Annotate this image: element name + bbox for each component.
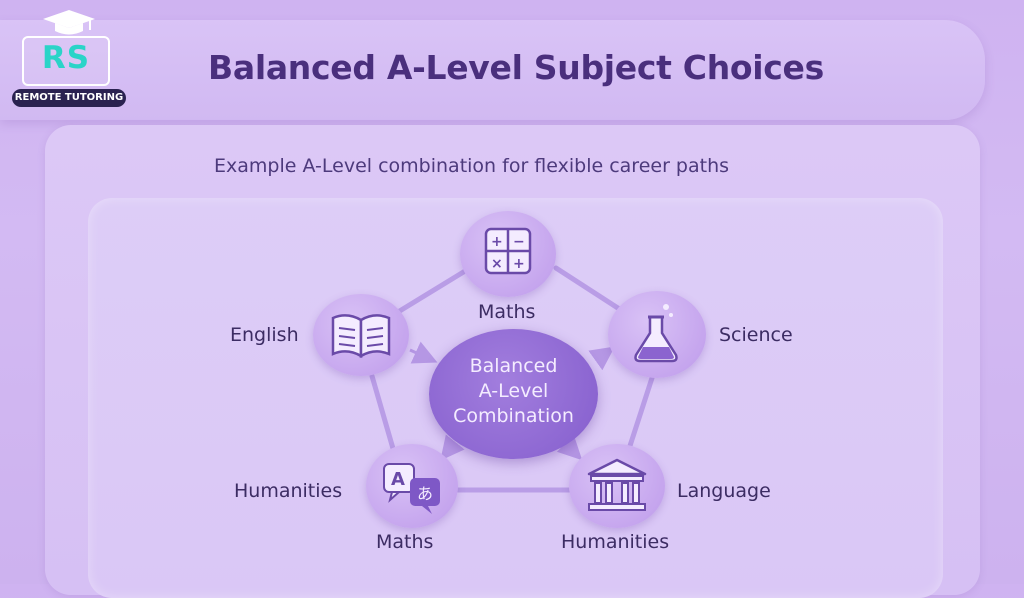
connector-maths-science: [553, 265, 627, 315]
node-humanities: A あ: [366, 444, 458, 528]
museum-icon: [587, 458, 647, 511]
node-maths: + − × +: [460, 211, 556, 297]
logo-letters: RS: [41, 40, 91, 76]
title-banner: [0, 20, 985, 120]
subtitle: Example A-Level combination for flexible…: [214, 155, 730, 177]
logo-tagline: REMOTE TUTORING: [12, 89, 126, 107]
label-humanities: Humanities: [234, 480, 343, 502]
diagram-connectors: [369, 265, 655, 493]
node-science: [608, 291, 706, 378]
svg-text:+: +: [513, 256, 525, 272]
sublabel-humanities: Humanities: [561, 531, 670, 553]
sublabel-maths: Maths: [376, 531, 434, 553]
open-book-icon: [331, 314, 391, 359]
svg-text:×: ×: [491, 256, 503, 272]
page-title: Balanced A-Level Subject Choices: [208, 48, 824, 87]
flask-icon: [634, 304, 678, 363]
node-language: [569, 444, 665, 528]
arrow-center-language: [556, 434, 583, 461]
label-maths: Maths: [478, 301, 536, 323]
connector-maths-english: [395, 265, 473, 315]
connector-science-language: [625, 375, 655, 455]
svg-text:−: −: [513, 234, 525, 250]
svg-text:+: +: [491, 234, 503, 250]
svg-text:あ: あ: [417, 484, 433, 503]
logo-screen-frame: [22, 36, 110, 86]
arrow-center-humanities: [440, 434, 465, 461]
arrow-english-center: [409, 341, 438, 364]
center-line-2: A-Level: [478, 380, 549, 402]
translate-icon: A あ: [383, 463, 440, 514]
arrow-center-science: [588, 346, 615, 371]
center-node: Balanced A-Level Combination: [429, 329, 598, 459]
center-line-3: Combination: [453, 405, 574, 427]
graduation-cap-icon: [43, 10, 95, 35]
connector-english-humanities: [369, 373, 397, 455]
svg-text:A: A: [391, 469, 405, 490]
center-line-1: Balanced: [469, 355, 558, 377]
label-language: Language: [677, 480, 771, 502]
label-science: Science: [719, 324, 793, 346]
calculator-icon: + − × +: [484, 227, 532, 275]
label-english: English: [230, 324, 299, 346]
node-english: [313, 294, 409, 376]
